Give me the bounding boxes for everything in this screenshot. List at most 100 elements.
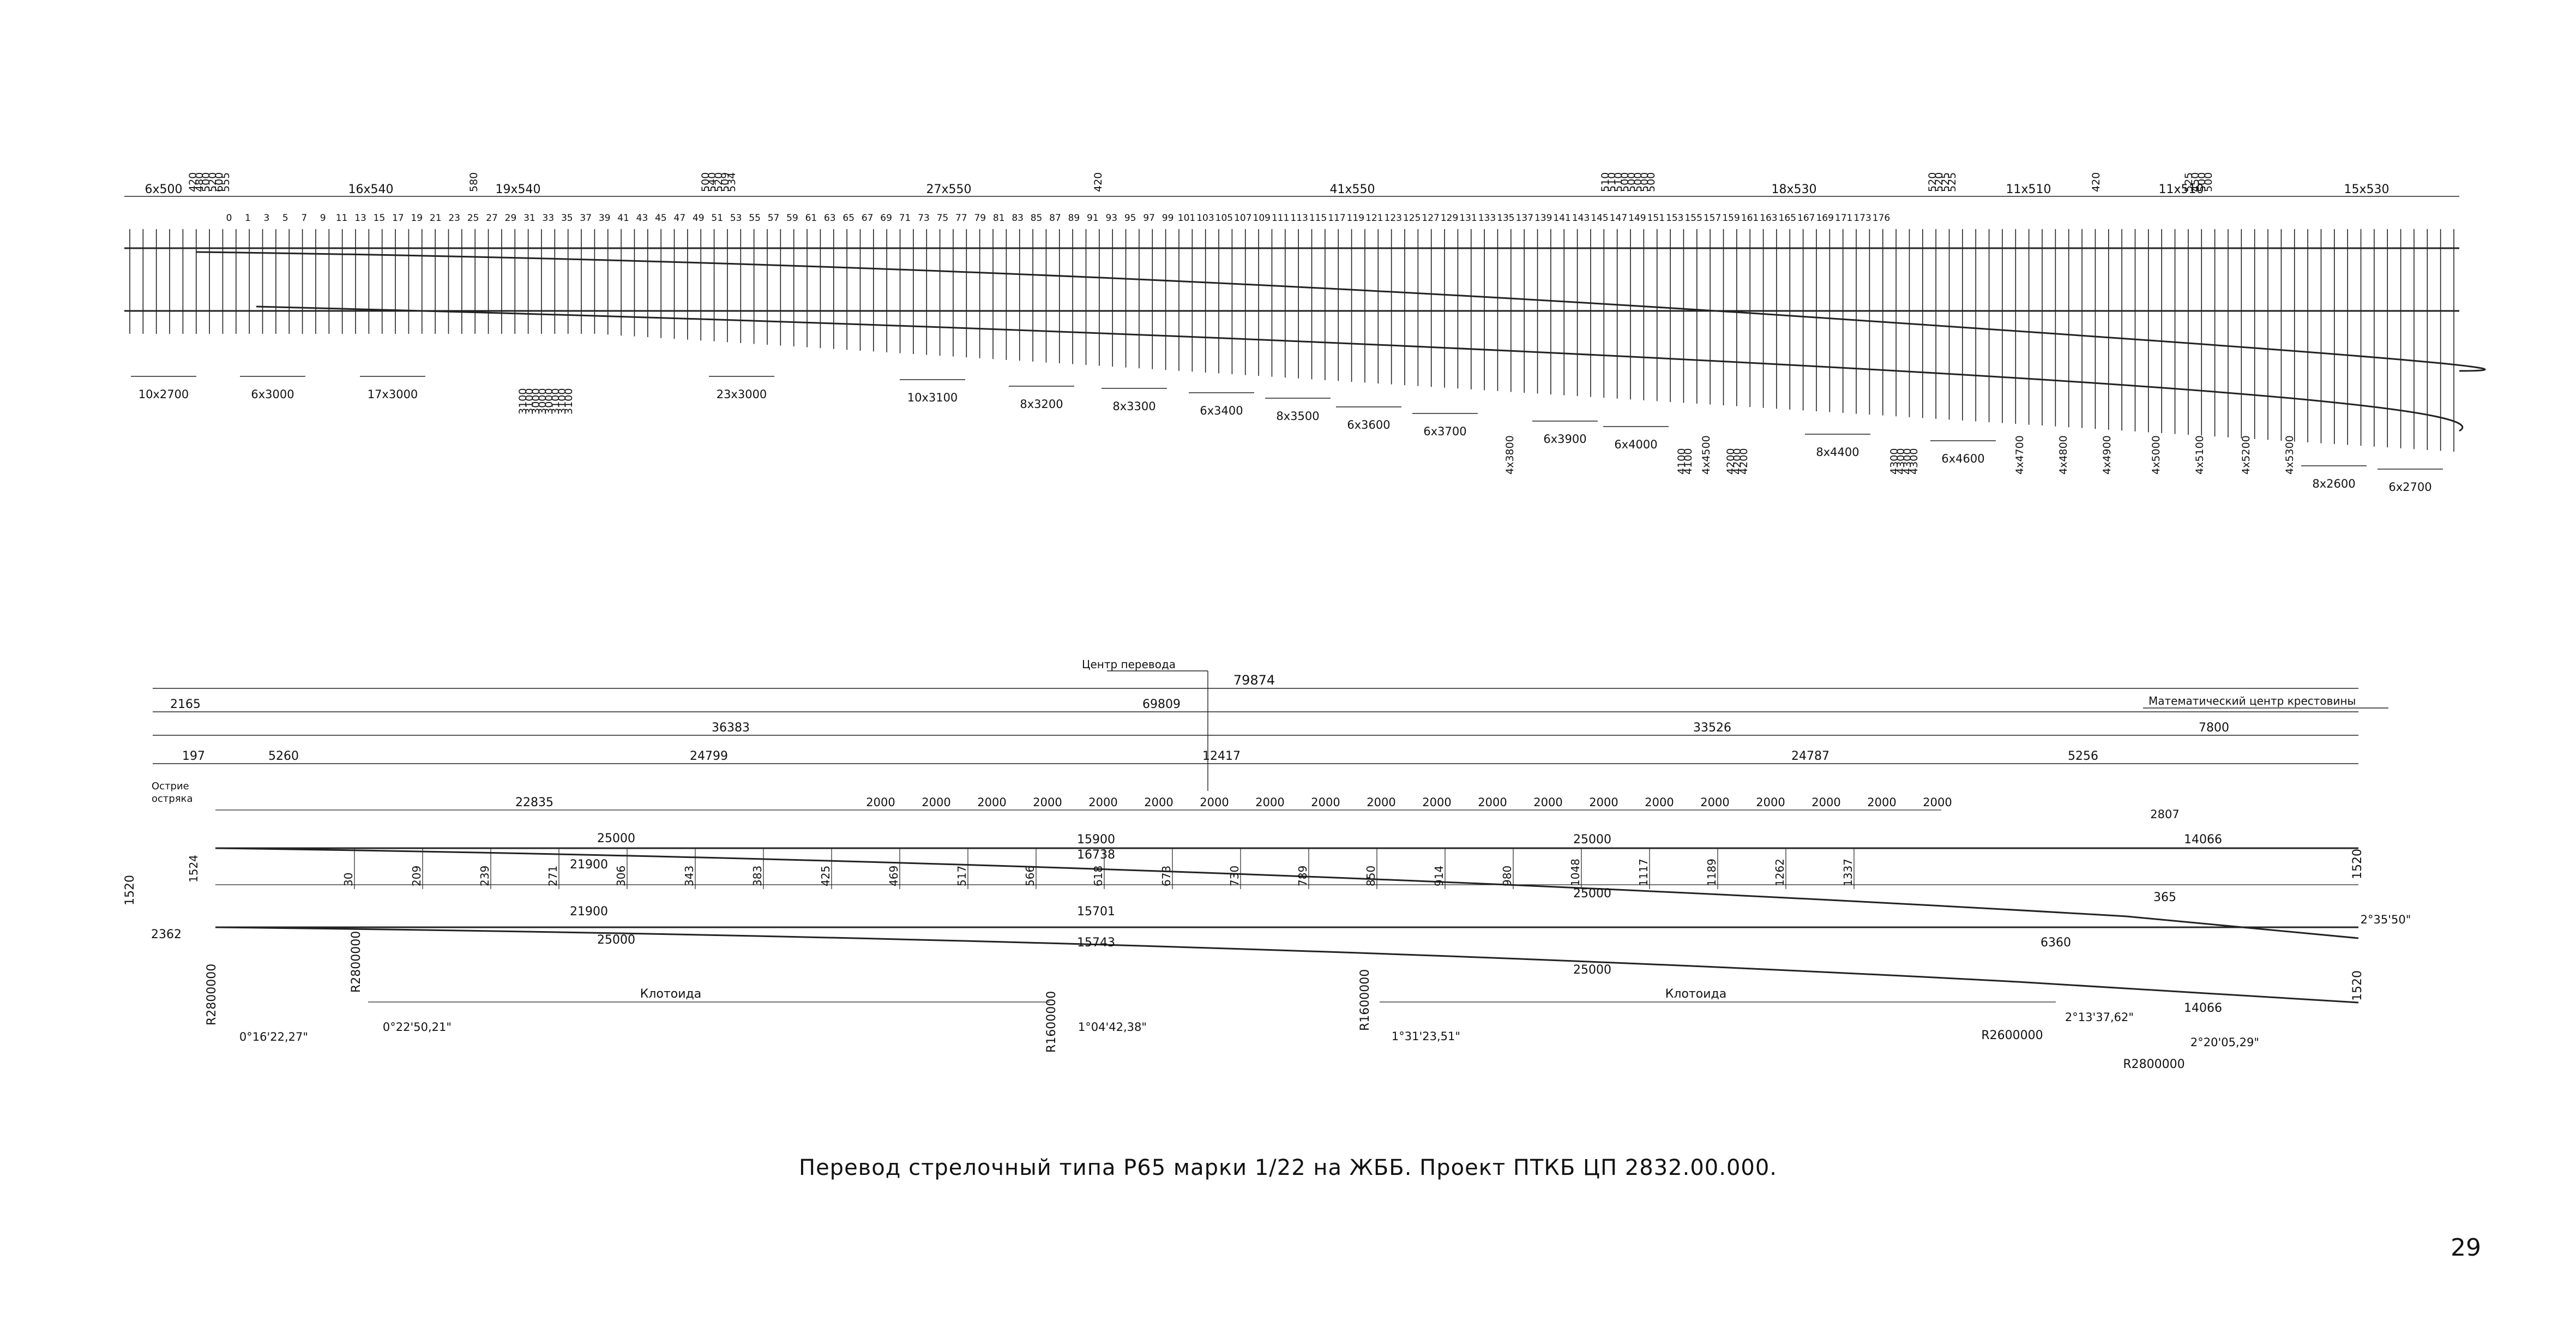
tie-number: 43 [636,213,648,224]
tie-number: 15 [374,213,386,224]
dim-row2: 7800 [2199,721,2229,735]
angle-label: 1°04'42,38" [1078,1021,1147,1034]
ordinate-value: 30 [342,873,355,886]
tie-vertical-label: 4300 [1895,448,1907,475]
gauge-right: 1520 [2351,849,2364,879]
tie-number: 97 [1143,213,1155,224]
angle-label: 0°16'22,27" [239,1030,308,1043]
tie-vertical-label: 4100 [1682,448,1694,475]
top-vertical-label: 525 [1940,172,1952,192]
ordinate-value: 469 [887,866,900,886]
tie-vertical-label: 3100 [523,388,535,415]
ordinate-value: 730 [1228,866,1241,886]
top-vertical-label: 555 [220,172,232,192]
tie-vertical-label: 4100 [1676,448,1688,475]
tie-number: 163 [1760,213,1777,224]
tie-vertical-label: 3000 [537,388,549,415]
tie-number: 95 [1124,213,1136,224]
tie-number: 153 [1666,213,1683,224]
tie-number: 147 [1610,213,1627,224]
top-vertical-label: 520 [713,172,725,192]
tie-number: 13 [354,213,366,224]
tie-vertical-label: 3100 [556,388,568,415]
tie-number: 176 [1873,213,1890,224]
tie-number: 105 [1215,213,1233,224]
ordinate-value: 789 [1296,866,1309,886]
tie-number: 37 [580,213,592,224]
tie-group-label: 8x4400 [1816,446,1859,459]
tie-number: 1 [245,213,251,224]
tie-vertical-label: 4200 [1731,448,1743,475]
rail-length: 25000 [597,832,635,845]
tie-vertical-label: 4x4800 [2057,435,2069,475]
dim-chain-2000: 2000 [922,796,950,809]
tie-number: 157 [1704,213,1721,224]
tie-number: 25 [467,213,479,224]
tie-vertical-label: 3100 [550,388,562,415]
tie-group-label: 23x3000 [717,388,767,401]
tie-number: 55 [749,213,761,224]
tie-number: 9 [320,213,326,224]
dim-chain-2000: 2000 [1255,796,1284,809]
tie-group-label: 8x2600 [2312,477,2355,490]
tie-number: 169 [1816,213,1833,224]
dim-chain-2000: 2000 [1422,796,1451,809]
tie-vertical-label: 4200 [1738,448,1750,475]
top-spacing-label: 41x550 [1329,183,1375,196]
diverging-rail-inner [256,305,2464,432]
dim-row3: 24799 [690,749,728,763]
diverging-rail-outer [196,251,2486,372]
tie-number: 71 [899,213,911,224]
tie-number: 135 [1497,213,1514,224]
tie-number: 93 [1105,213,1117,224]
tie-vertical-label: 4x4900 [2101,435,2113,475]
tie-number: 103 [1196,213,1214,224]
radius-label: R2600000 [1981,1029,2043,1042]
top-vertical-label: 510 [1606,172,1618,192]
angle-label: 2°20'05,29" [2190,1036,2259,1049]
top-spacing-label: 16x540 [348,183,393,196]
tie-number: 131 [1459,213,1477,224]
tie-vertical-label: 3100 [517,388,529,415]
tie-number: 35 [561,213,573,224]
tie-number: 155 [1684,213,1702,224]
tie-vertical-label: 4300 [1888,448,1900,475]
top-vertical-label: 500 [1626,172,1638,192]
tie-number: 165 [1779,213,1796,224]
ordinate-value: 673 [1160,866,1173,886]
tie-vertical-label: 4300 [1908,448,1920,475]
top-vertical-label: 520 [1933,172,1945,192]
tie-number: 63 [824,213,836,224]
tie-number: 133 [1478,213,1496,224]
top-vertical-label: 520 [207,172,219,192]
tie-number: 59 [786,213,798,224]
dim-total: 79874 [1233,673,1275,688]
tie-number: 29 [505,213,517,224]
rail-length: 21900 [570,905,608,919]
ordinate-value: 1117 [1637,859,1650,886]
tie-number: 141 [1553,213,1570,224]
tie-vertical-label: 4x5000 [2150,435,2162,475]
top-vertical-label: 500 [2202,172,2214,192]
tie-group-label: 6x2700 [2388,481,2431,494]
radius-label: R2800000 [350,931,363,993]
dim-row2: 33526 [1693,721,1731,735]
dim-chain-2000: 2000 [1088,796,1117,809]
gauge-left: 1524 [187,855,200,883]
dim-row1: 2165 [170,698,201,711]
dim-row3: 24787 [1791,749,1829,763]
top-vertical-label: 520 [1927,172,1939,192]
top-spacing-label: 11x510 [2006,183,2051,196]
tie-group-label: 10x2700 [139,388,189,401]
ordinate-value: 1048 [1569,859,1582,886]
tie-vertical-label: 4x4700 [2014,435,2026,475]
top-vertical-label: 525 [1946,172,1958,192]
tie-group-label: 6x3000 [251,388,294,401]
dim-chain-2000: 2000 [866,796,895,809]
radius-label: R1600000 [1045,991,1058,1053]
tie-number: 85 [1031,213,1043,224]
ordinate-value: 1189 [1705,859,1718,886]
angle-label: 0°22'50,21" [383,1021,452,1034]
dim-chain-22835: 22835 [515,796,553,809]
